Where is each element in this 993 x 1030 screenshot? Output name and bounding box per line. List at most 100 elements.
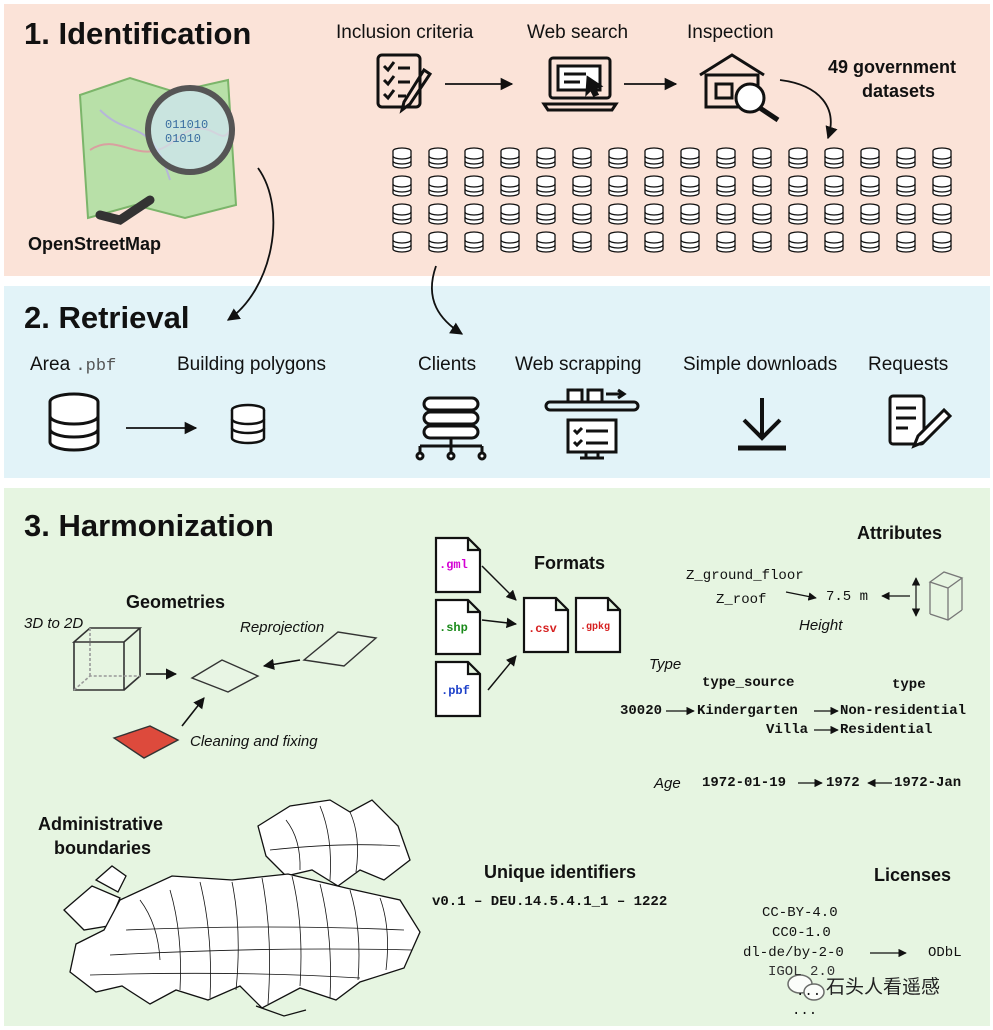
- dataset-cylinder-icon: [500, 175, 520, 197]
- dataset-cylinder-icon: [932, 203, 952, 225]
- dataset-cylinder-icon: [500, 147, 520, 169]
- admin-boundary-line: [231, 881, 239, 991]
- dataset-cylinder-icon: [608, 147, 628, 169]
- dataset-cylinder-icon: [860, 175, 880, 197]
- license-cc-by: CC-BY-4.0: [762, 905, 838, 921]
- building-polygons-label: Building polygons: [177, 354, 326, 375]
- web-scraping-icon: [544, 388, 640, 460]
- format-csv: .csv: [528, 622, 557, 636]
- harmonization-title: 3. Harmonization: [24, 508, 274, 543]
- admin-boundary-line: [349, 811, 358, 873]
- dataset-cylinder-icon: [644, 231, 664, 253]
- dataset-cylinder-icon: [572, 231, 592, 253]
- admin-boundary-line: [349, 889, 360, 981]
- license-odbl: ODbL: [928, 945, 962, 961]
- dataset-cylinder-icon: [392, 231, 412, 253]
- building-prism-icon: [928, 571, 964, 621]
- dataset-cylinder-icon: [824, 147, 844, 169]
- dataset-cylinder-icon: [824, 231, 844, 253]
- dataset-cylinder-icon: [860, 231, 880, 253]
- step-cleaning: Cleaning and fixing: [190, 733, 318, 750]
- dataset-cylinder-icon: [752, 175, 772, 197]
- house-inspection-icon: [699, 53, 780, 123]
- wechat-icon: [787, 974, 825, 1001]
- dataset-cylinder-icon: [572, 175, 592, 197]
- file-icon: [522, 596, 570, 654]
- dataset-cylinder-icon: [464, 231, 484, 253]
- admin-boundary-line: [89, 972, 361, 979]
- step-3d-to-2d: 3D to 2D: [24, 615, 84, 632]
- dataset-cylinder-icon: [896, 175, 916, 197]
- format-shp: .shp: [439, 621, 468, 635]
- dataset-cylinder-icon: [536, 203, 556, 225]
- dataset-cylinder-icon: [716, 231, 736, 253]
- dataset-cylinder-icon: [536, 231, 556, 253]
- invalid-polygon-shape: [112, 725, 180, 759]
- dataset-cylinder-icon: [392, 147, 412, 169]
- file-icon: [574, 596, 622, 654]
- dataset-cylinder-icon: [464, 203, 484, 225]
- file-icon: [434, 660, 482, 718]
- dataset-cylinder-icon: [464, 147, 484, 169]
- dataset-cylinder-icon: [752, 203, 772, 225]
- dataset-cylinder-icon: [680, 203, 700, 225]
- dataset-cylinder-icon: [428, 147, 448, 169]
- type-source-header: type_source: [702, 675, 795, 691]
- dataset-cylinder-icon: [788, 147, 808, 169]
- admin-boundary-line: [319, 883, 331, 999]
- dataset-cylinder-icon: [788, 231, 808, 253]
- dataset-cylinder-icon: [932, 175, 952, 197]
- format-gml: .gml: [439, 558, 468, 572]
- dataset-cylinder-icon: [428, 203, 448, 225]
- step-web-search: Web search: [527, 22, 629, 43]
- step-inspection: Inspection: [687, 22, 774, 43]
- dataset-cylinder-icon: [572, 147, 592, 169]
- dataset-count-label: 49 government: [828, 57, 957, 77]
- dataset-cylinder-icon: [500, 203, 520, 225]
- requests-document-icon: [888, 394, 953, 449]
- format-file-icons: [434, 536, 622, 718]
- admin-boundary-line: [269, 844, 401, 851]
- dataset-cylinder-icon: [680, 147, 700, 169]
- dataset-cylinder-icon: [788, 203, 808, 225]
- unique-identifiers-title: Unique identifiers: [484, 862, 637, 882]
- dataset-cylinder-icon: [428, 175, 448, 197]
- area-database-icon: [48, 392, 100, 452]
- method-web-scrapping: Web scrapping: [515, 354, 642, 375]
- building-database-icon: [230, 403, 266, 445]
- svg-text:011010: 011010: [165, 118, 208, 132]
- admin-boundary-line: [261, 877, 270, 1005]
- admin-boundary-line: [109, 948, 413, 956]
- dataset-cylinder-icon: [644, 147, 664, 169]
- dataset-cylinder-icon: [824, 175, 844, 197]
- age-label: Age: [654, 775, 681, 792]
- step-inclusion-criteria: Inclusion criteria: [336, 22, 474, 43]
- download-icon: [738, 398, 786, 451]
- geometries-title: Geometries: [126, 592, 226, 612]
- dataset-cylinder-icon: [464, 175, 484, 197]
- method-clients: Clients: [418, 354, 477, 375]
- reprojected-footprint-shape: [302, 631, 378, 667]
- admin-boundary-line: [169, 889, 181, 991]
- admin-boundary-line: [285, 819, 301, 871]
- svg-text:01010: 01010: [165, 132, 201, 146]
- type-header: type: [892, 677, 926, 693]
- dataset-cylinder-icon: [860, 203, 880, 225]
- dataset-cylinder-icon: [752, 231, 772, 253]
- 2d-footprint-shape: [190, 659, 260, 693]
- 3d-box-icon: [71, 627, 143, 691]
- dataset-cylinder-icon: [500, 231, 520, 253]
- dataset-cylinder-icon: [896, 147, 916, 169]
- osm-label: OpenStreetMap: [28, 234, 162, 254]
- retrieval-title: 2. Retrieval: [24, 300, 190, 335]
- age-input-date: 1972-01-19: [702, 775, 787, 791]
- watermark-text: 石头人看遥感: [826, 976, 941, 998]
- dataset-cylinder-icon: [608, 203, 628, 225]
- dataset-cylinder-icon: [716, 175, 736, 197]
- format-pbf: .pbf: [441, 684, 470, 698]
- dataset-cylinder-icon: [716, 147, 736, 169]
- type-label: Type: [649, 656, 682, 673]
- europe-admin-map: [63, 799, 421, 1017]
- dataset-cylinder-icon: [896, 203, 916, 225]
